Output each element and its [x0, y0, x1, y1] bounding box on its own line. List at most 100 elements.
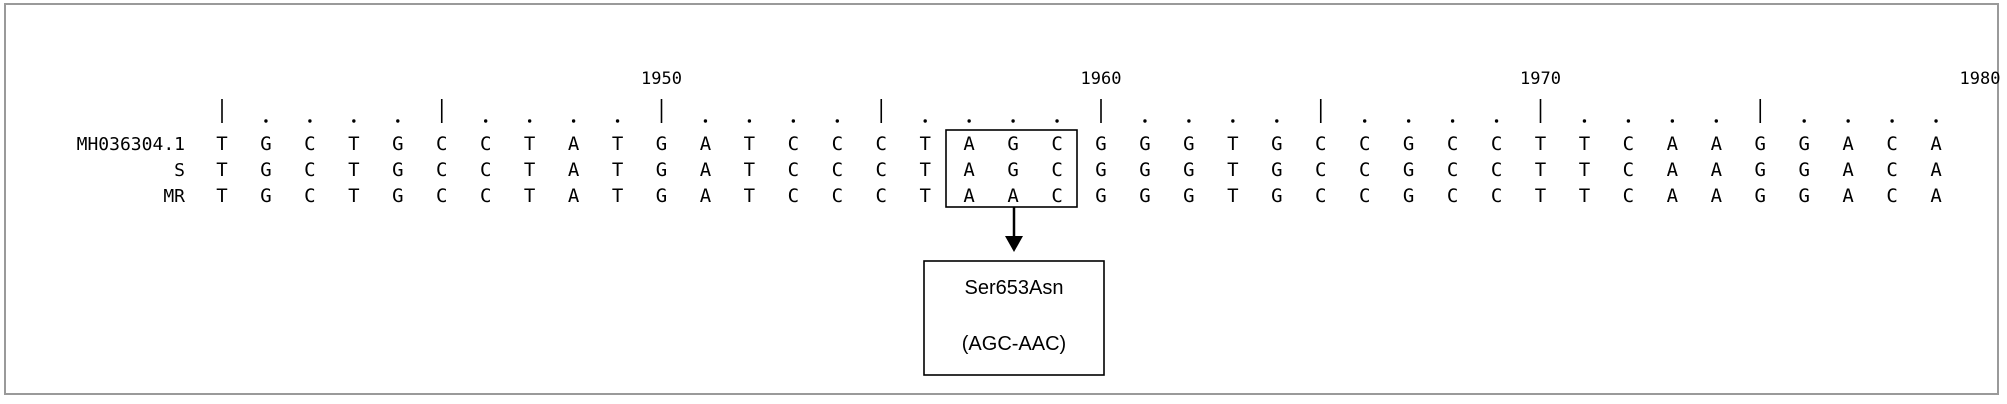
ruler-dot: [1802, 119, 1806, 123]
base: C: [832, 159, 843, 181]
base: G: [1271, 133, 1282, 155]
base: C: [436, 185, 447, 207]
ruler-dot: [1011, 119, 1015, 123]
base: T: [919, 159, 930, 181]
ruler-dot: [484, 119, 488, 123]
sequence-name: S: [174, 160, 185, 181]
base: G: [1403, 159, 1414, 181]
base: A: [1711, 185, 1723, 207]
base: T: [216, 185, 227, 207]
base: C: [480, 185, 491, 207]
base: A: [1711, 159, 1723, 181]
base: T: [348, 133, 359, 155]
base: G: [1095, 133, 1106, 155]
base: A: [1667, 159, 1679, 181]
mutation-annotation: Ser653Asn (AGC-AAC): [923, 260, 1105, 376]
base: C: [1447, 185, 1458, 207]
base: G: [260, 185, 271, 207]
base: T: [1227, 185, 1238, 207]
base: A: [1842, 159, 1854, 181]
base: C: [436, 133, 447, 155]
annotation-box: [923, 260, 1105, 376]
base: C: [436, 159, 447, 181]
base: G: [1798, 133, 1809, 155]
base: C: [1359, 133, 1370, 155]
base: C: [832, 185, 843, 207]
ruler-dot: [352, 119, 356, 123]
ruler-dot: [1187, 119, 1191, 123]
base: G: [1403, 185, 1414, 207]
ruler-dot: [835, 119, 839, 123]
base: T: [612, 133, 623, 155]
base: G: [1139, 185, 1150, 207]
ruler-dot: [791, 119, 796, 123]
base: C: [1359, 185, 1370, 207]
ruler-dot: [1670, 119, 1675, 123]
base: T: [612, 159, 623, 181]
ruler-dot: [396, 119, 400, 123]
figure-border: [4, 3, 1999, 395]
base: G: [1798, 185, 1809, 207]
base: G: [1755, 185, 1766, 207]
base: T: [1579, 159, 1590, 181]
base: C: [304, 185, 315, 207]
ruler-label: 1970: [1520, 69, 1561, 89]
base: G: [1095, 185, 1106, 207]
ruler-dot: [1626, 119, 1631, 123]
ruler-dot: [571, 119, 576, 123]
codon-change-label: (AGC-AAC): [962, 333, 1066, 355]
base: G: [1183, 133, 1194, 155]
base: T: [524, 159, 535, 181]
base: A: [700, 133, 712, 155]
base: C: [1051, 185, 1062, 207]
ruler-dot: [1406, 119, 1411, 123]
base: C: [1315, 133, 1326, 155]
base: C: [1886, 159, 1897, 181]
base: C: [788, 185, 799, 207]
base: A: [568, 133, 580, 155]
base: C: [876, 133, 887, 155]
base: A: [1842, 185, 1854, 207]
ruler-dot: [1846, 119, 1850, 123]
base: A: [1930, 185, 1942, 207]
base: G: [1271, 159, 1282, 181]
ruler-dot: [1055, 119, 1059, 123]
ruler-dot: [1143, 119, 1147, 123]
base: G: [1798, 159, 1809, 181]
base: T: [1579, 133, 1590, 155]
codon-highlight-box: [945, 129, 1078, 208]
base: T: [216, 159, 227, 181]
base: A: [1711, 133, 1723, 155]
base: T: [744, 185, 755, 207]
base: A: [963, 185, 975, 207]
sequence-name: MR: [163, 186, 185, 207]
ruler-dot: [1275, 119, 1279, 123]
base: T: [744, 133, 755, 155]
base: G: [1755, 133, 1766, 155]
ruler-dot: [1714, 119, 1719, 123]
ruler-dot: [308, 119, 312, 123]
base: C: [832, 133, 843, 155]
base: T: [612, 185, 623, 207]
base: T: [919, 185, 930, 207]
base: C: [1051, 133, 1062, 155]
base: T: [1535, 159, 1546, 181]
base: G: [392, 159, 403, 181]
ruler-label: 1960: [1081, 69, 1122, 89]
ruler-dot: [1582, 119, 1587, 123]
base: G: [656, 133, 667, 155]
base: C: [304, 133, 315, 155]
base: T: [1227, 159, 1238, 181]
base: C: [1359, 159, 1370, 181]
base: G: [1403, 133, 1414, 155]
base: T: [348, 185, 359, 207]
ruler-dot: [747, 119, 752, 123]
base: C: [1623, 159, 1634, 181]
base: A: [1930, 159, 1942, 181]
